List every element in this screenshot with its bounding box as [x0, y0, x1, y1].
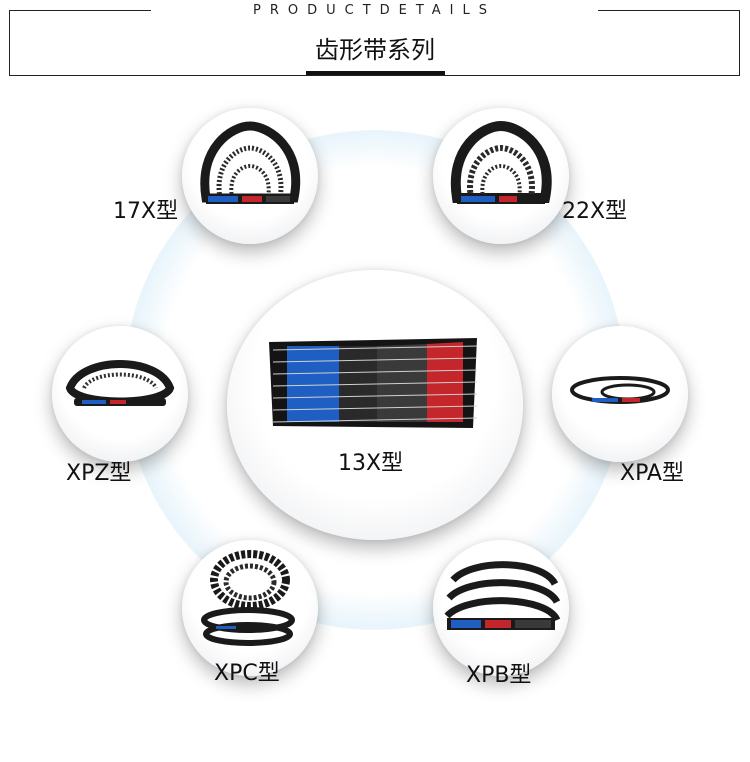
- title-underline: [306, 71, 445, 75]
- belt-xpa-image: [570, 376, 670, 404]
- product-xpa-circle[interactable]: [552, 326, 688, 462]
- product-xpb-label: XPB型: [466, 663, 532, 688]
- belt-17x-image: [200, 121, 301, 204]
- product-22x-circle[interactable]: [433, 108, 569, 244]
- product-17x-label: 17X型: [113, 199, 179, 224]
- product-22x-label: 22X型: [562, 199, 628, 224]
- belt-22x-image: [450, 120, 552, 204]
- product-13x-circle[interactable]: [227, 270, 523, 540]
- belt-13x-image: [269, 338, 478, 428]
- header-frame: [9, 10, 740, 76]
- product-xpz-label: XPZ型: [66, 461, 132, 486]
- belt-xpz-image: [65, 360, 175, 406]
- page-title: 齿形带系列: [315, 36, 435, 64]
- product-xpz-circle[interactable]: [52, 326, 188, 462]
- header-line-left: [9, 10, 151, 11]
- product-xpb-circle[interactable]: [433, 540, 569, 676]
- belt-xpc-image: [201, 550, 295, 646]
- section-eyebrow: PRODUCTDETAILS: [252, 3, 497, 18]
- product-17x-circle[interactable]: [182, 108, 318, 244]
- belt-xpb-image: [444, 561, 561, 630]
- product-xpa-label: XPA型: [620, 461, 684, 486]
- product-xpc-circle[interactable]: [182, 540, 318, 676]
- header-line-right: [598, 10, 740, 11]
- product-xpc-label: XPC型: [214, 661, 280, 686]
- product-13x-label: 13X型: [338, 451, 404, 476]
